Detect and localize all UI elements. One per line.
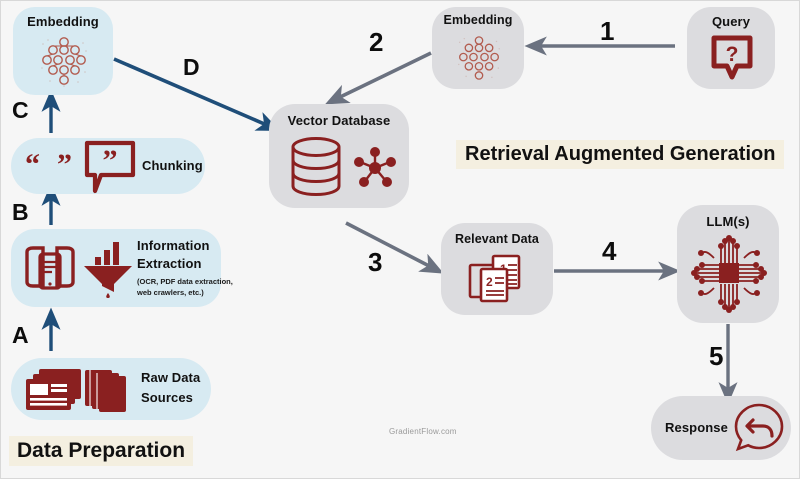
node-llm-label: LLM(s) [706, 214, 750, 229]
edge-label-B: B [12, 199, 29, 225]
data-preparation-banner: Data Preparation [9, 436, 194, 466]
svg-text:2: 2 [486, 275, 493, 289]
quote-glyph-2: ” [57, 148, 72, 181]
page-title: Retrieval Augmented Generation [465, 143, 776, 165]
node-embedding-right[interactable]: Embedding [432, 7, 524, 89]
quote-glyph-1: “ [25, 148, 40, 181]
node-raw-data-sources[interactable]: Raw Data Sources [11, 358, 211, 420]
vector-graph-icon [354, 147, 396, 187]
cpu-chip-icon [691, 235, 767, 313]
node-chunking[interactable]: “ ” ” Chunking [11, 138, 205, 194]
diagram-title-banner: Retrieval Augmented Generation [456, 140, 785, 169]
edge-label-C: C [12, 97, 29, 123]
node-vector-database[interactable]: Vector Database [269, 104, 409, 208]
ranked-documents-icon: 1 2 [468, 254, 521, 303]
reply-bubble-icon [734, 403, 784, 452]
svg-text:”: ” [103, 144, 118, 177]
node-embedding-right-label: Embedding [443, 13, 513, 27]
node-information-extraction-sub-line1: (OCR, PDF data extraction, [137, 277, 233, 286]
node-raw-data-sources-label-line1: Raw Data [141, 370, 201, 385]
section-label: Data Preparation [17, 439, 186, 462]
edge-2-arrow [324, 51, 432, 105]
document-stack-icon [26, 369, 126, 412]
node-relevant-data[interactable]: Relevant Data 1 2 [441, 223, 553, 315]
svg-text:?: ? [726, 43, 739, 66]
node-relevant-data-label: Relevant Data [455, 232, 539, 246]
neural-network-icon [458, 36, 500, 80]
funnel-chart-icon [84, 242, 132, 298]
watermark: GradientFlow.com [389, 427, 457, 436]
node-information-extraction-sub-line2: web crawlers, etc.) [137, 288, 204, 297]
node-embedding-left[interactable]: Embedding [13, 7, 113, 95]
node-information-extraction-label-line2: Extraction [137, 256, 202, 271]
node-raw-data-sources-label-line2: Sources [141, 390, 194, 405]
edge-label-1: 1 [600, 16, 615, 46]
node-query-label: Query [711, 14, 751, 29]
node-response[interactable]: Response [651, 396, 791, 460]
node-information-extraction-label-line1: Information [137, 238, 210, 253]
edge-label-5: 5 [709, 341, 724, 371]
neural-network-icon [41, 37, 87, 87]
node-vector-database-label: Vector Database [287, 113, 391, 128]
node-embedding-left-label: Embedding [27, 14, 99, 29]
node-information-extraction[interactable]: Information Extraction (OCR, PDF data ex… [11, 229, 233, 307]
node-llm[interactable]: LLM(s) [677, 205, 779, 323]
edge-label-A: A [12, 322, 29, 348]
node-query[interactable]: Query ? [687, 7, 775, 89]
book-scanner-icon [25, 246, 75, 290]
database-cylinder-icon [291, 137, 341, 197]
edge-label-D: D [183, 54, 200, 80]
quote-bubble-icon: ” [84, 140, 136, 194]
question-bubble-icon: ? [711, 35, 753, 80]
edge-3-arrow [345, 221, 444, 274]
edge-label-3: 3 [368, 247, 383, 277]
node-response-label: Response [665, 420, 728, 435]
edge-label-2: 2 [369, 27, 384, 57]
edge-label-4: 4 [602, 236, 617, 266]
node-chunking-label: Chunking [142, 158, 203, 173]
